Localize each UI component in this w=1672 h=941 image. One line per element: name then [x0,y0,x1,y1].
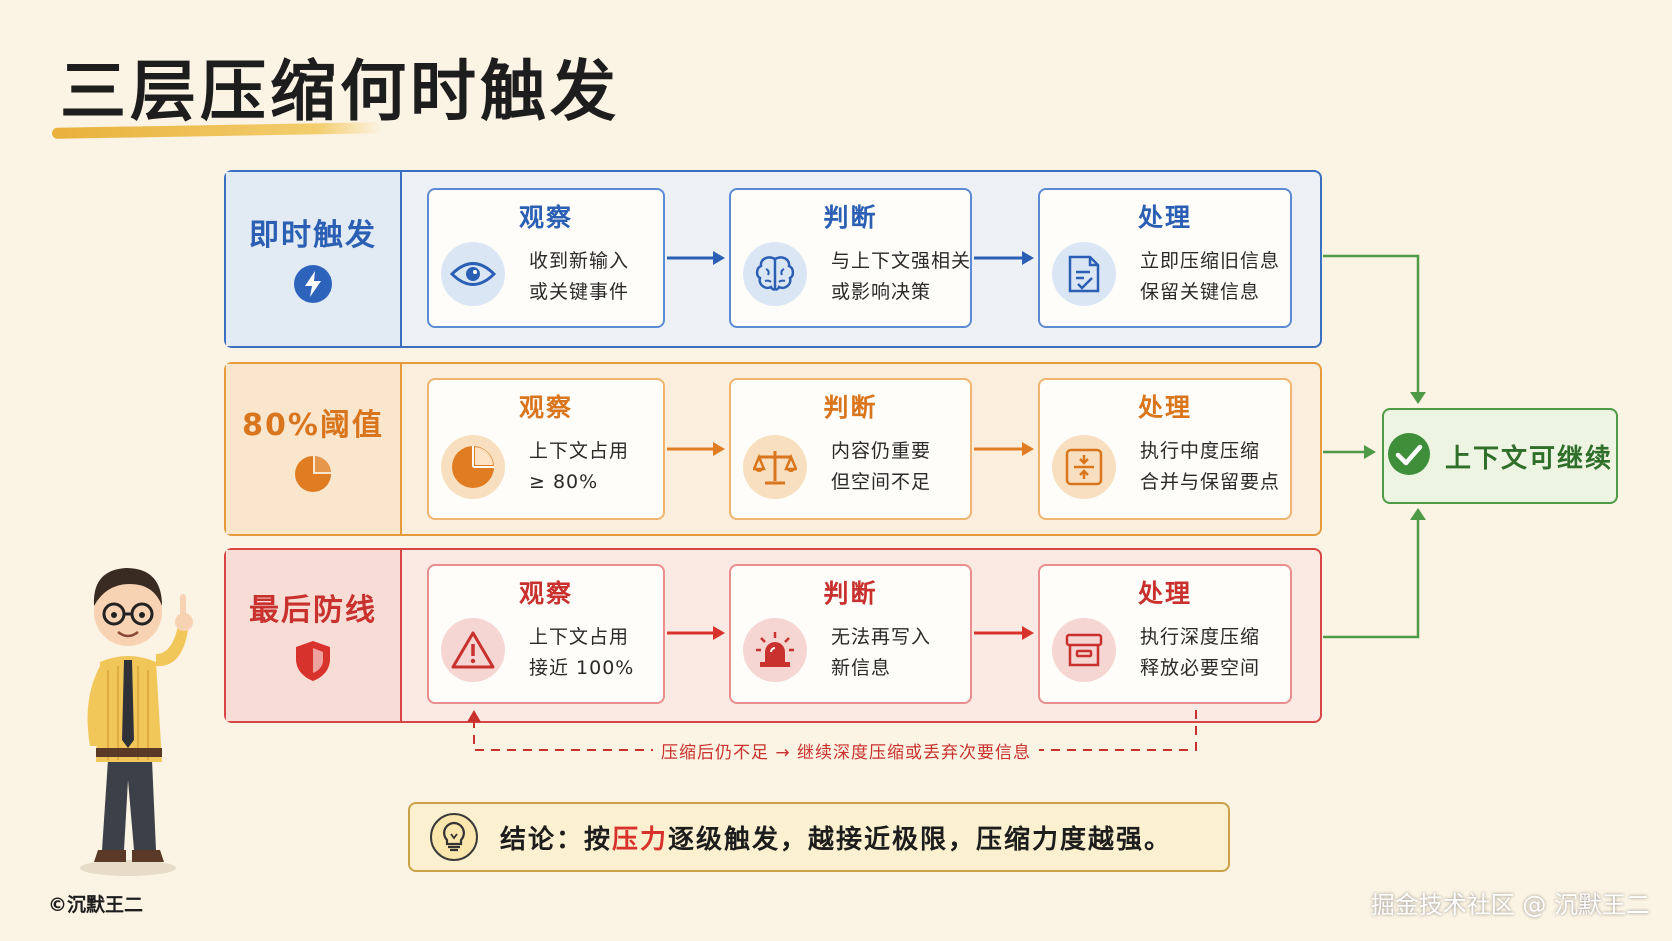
eye-icon [441,242,505,306]
shield-icon [293,639,333,687]
card-title: 观察 [518,203,573,232]
card-process: 处理 执行中度压缩 合并与保留要点 [1038,378,1292,520]
card-title: 判断 [823,203,878,232]
row-side-panel: 即时触发 [226,172,402,346]
result-box: 上下文可继续 [1382,408,1618,504]
card-observe: 观察 上下文占用 ≥ 80% [427,378,665,520]
arrow-right-icon [667,251,725,265]
card-text: 收到新输入 或关键事件 [529,250,630,303]
card-title: 观察 [518,579,573,608]
card-text: 立即压缩旧信息 保留关键信息 [1140,250,1281,303]
card-observe: 观察 收到新输入 或关键事件 [427,188,665,328]
card-title: 判断 [823,579,878,608]
card-judge: 判断 内容仍重要 但空间不足 [729,378,972,520]
card-process: 处理 执行深度压缩 释放必要空间 [1038,564,1292,704]
card-title: 处理 [1137,203,1192,232]
conclusion-box: 结论：按压力逐级触发，越接近极限，压缩力度越强。 [408,802,1230,872]
archive-box-icon [1052,618,1116,682]
compress-icon [1052,435,1116,499]
alarm-icon [743,618,807,682]
card-title: 处理 [1137,393,1192,422]
arrow-right-icon [974,442,1034,456]
card-observe: 观察 上下文占用 接近 100% [427,564,665,704]
card-text: 上下文占用 ≥ 80% [529,440,630,493]
card-title: 观察 [518,393,573,422]
card-text: 执行深度压缩 释放必要空间 [1140,626,1261,679]
scale-icon [743,435,807,499]
watermark: 掘金技术社区 @ 沉默王二 [1370,891,1650,919]
copyright: ©沉默王二 [48,894,144,916]
conclusion-text: 结论：按压力逐级触发，越接近极限，压缩力度越强。 [500,824,1173,855]
arrow-right-icon [667,626,725,640]
fallback-note: 压缩后仍不足 → 继续深度压缩或丢弃次要信息 [653,738,1040,763]
warning-icon [441,618,505,682]
row-side-panel: 最后防线 [226,550,402,721]
card-judge: 判断 无法再写入 新信息 [729,564,972,704]
row-label: 80%阈值 [242,408,384,443]
row-side-panel: 80%阈值 [226,364,402,534]
row-threshold: 80%阈值 观察 上下文占用 ≥ 80% 判断 内容仍重要 但空间不足 处理 执… [224,362,1322,536]
arrow-right-icon [974,626,1034,640]
edit-doc-icon [1052,242,1116,306]
row-immediate: 即时触发 观察 收到新输入 或关键事件 判断 与上下文强相关 或影响决策 处理 … [224,170,1322,348]
card-process: 处理 立即压缩旧信息 保留关键信息 [1038,188,1292,328]
row-last-defense: 最后防线 观察 上下文占用 接近 100% 判断 无法再写入 新信息 处理 执行… [224,548,1322,723]
pie-icon [293,454,333,498]
lightbulb-icon [430,813,478,861]
result-label: 上下文可继续 [1444,443,1613,474]
cartoon-person-illustration [80,568,193,876]
arrow-right-icon [974,251,1034,265]
lightning-icon [293,264,333,308]
card-title: 判断 [823,393,878,422]
page-title: 三层压缩何时触发 [60,53,620,130]
row-label: 即时触发 [249,218,377,253]
card-text: 执行中度压缩 合并与保留要点 [1140,440,1281,493]
card-judge: 判断 与上下文强相关 或影响决策 [729,188,972,328]
check-icon [1387,432,1431,480]
arrow-right-icon [667,442,725,456]
card-text: 上下文占用 接近 100% [529,626,635,679]
card-title: 处理 [1137,579,1192,608]
card-text: 与上下文强相关 或影响决策 [831,250,972,303]
row-label: 最后防线 [249,592,377,628]
pie-chart-icon [441,435,505,499]
card-text: 无法再写入 新信息 [831,626,932,679]
brain-icon [743,242,807,306]
card-text: 内容仍重要 但空间不足 [831,440,932,493]
